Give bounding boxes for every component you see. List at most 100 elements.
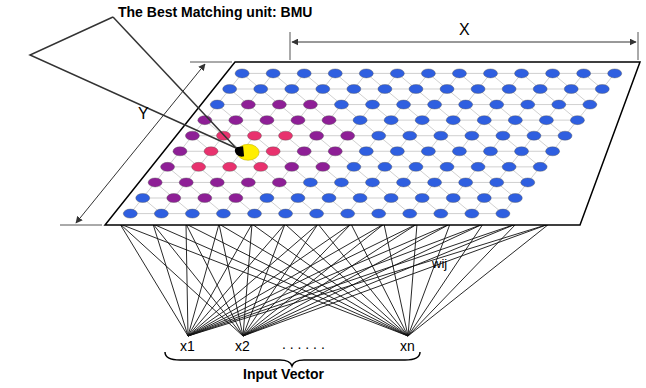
map-unit bbox=[241, 100, 255, 109]
map-unit bbox=[297, 69, 311, 78]
weight-line bbox=[243, 224, 483, 336]
map-unit bbox=[459, 100, 473, 109]
ellipsis-label: . . . . . . bbox=[282, 336, 325, 353]
map-unit bbox=[397, 178, 411, 187]
map-unit bbox=[185, 209, 199, 218]
map-unit bbox=[415, 194, 429, 203]
map-unit bbox=[465, 209, 479, 218]
map-unit bbox=[515, 69, 529, 78]
map-unit bbox=[279, 209, 293, 218]
weight-line bbox=[243, 224, 417, 336]
map-unit bbox=[434, 131, 448, 140]
map-unit bbox=[477, 194, 491, 203]
map-unit bbox=[564, 84, 578, 93]
map-unit bbox=[484, 69, 498, 78]
map-unit bbox=[210, 100, 224, 109]
map-unit bbox=[527, 131, 541, 140]
weight-line bbox=[408, 224, 549, 336]
map-unit bbox=[378, 162, 392, 171]
map-unit bbox=[490, 100, 504, 109]
map-unit bbox=[533, 84, 547, 93]
map-unit bbox=[334, 100, 348, 109]
map-unit bbox=[254, 162, 268, 171]
weight-line bbox=[186, 224, 243, 336]
map-unit bbox=[577, 69, 591, 78]
map-unit bbox=[508, 194, 522, 203]
dimension-tick bbox=[190, 62, 232, 63]
map-unit bbox=[366, 100, 380, 109]
map-unit bbox=[334, 178, 348, 187]
weight-line bbox=[188, 224, 450, 336]
map-unit bbox=[359, 147, 373, 156]
map-unit bbox=[452, 69, 466, 78]
map-unit bbox=[428, 178, 442, 187]
map-unit bbox=[521, 100, 535, 109]
weight-line bbox=[120, 224, 243, 336]
weight-line bbox=[188, 224, 384, 336]
map-unit bbox=[359, 69, 373, 78]
map-unit bbox=[459, 178, 473, 187]
map-unit bbox=[421, 69, 435, 78]
map-unit bbox=[248, 209, 262, 218]
input-vector-label: Input Vector bbox=[243, 366, 324, 383]
map-unit bbox=[409, 162, 423, 171]
map-unit bbox=[483, 147, 497, 156]
map-unit bbox=[229, 194, 243, 203]
map-unit bbox=[272, 178, 286, 187]
map-unit bbox=[229, 116, 243, 125]
map-unit bbox=[446, 194, 460, 203]
map-unit bbox=[390, 147, 404, 156]
map-unit bbox=[502, 162, 516, 171]
bmu-marker bbox=[235, 146, 244, 156]
map-unit bbox=[185, 131, 199, 140]
weight-line bbox=[186, 224, 408, 336]
map-unit bbox=[583, 100, 597, 109]
map-unit bbox=[260, 116, 274, 125]
map-unit bbox=[403, 131, 417, 140]
map-unit bbox=[322, 194, 336, 203]
weight-lines bbox=[120, 224, 549, 336]
bmu-callout: The Best Matching unit: BMU bbox=[118, 4, 312, 21]
map-unit bbox=[465, 131, 479, 140]
map-unit bbox=[291, 116, 305, 125]
weight-line bbox=[188, 224, 549, 336]
weight-line bbox=[243, 224, 252, 336]
map-unit bbox=[521, 178, 535, 187]
map-unit bbox=[167, 194, 181, 203]
weight-line bbox=[186, 224, 188, 336]
map-unit bbox=[471, 84, 485, 93]
map-unit bbox=[403, 209, 417, 218]
map-unit bbox=[608, 69, 622, 78]
map-unit bbox=[490, 178, 504, 187]
map-unit bbox=[434, 209, 448, 218]
map-unit bbox=[570, 116, 584, 125]
dimension-tick bbox=[60, 225, 102, 226]
map-unit bbox=[316, 84, 330, 93]
map-unit bbox=[254, 84, 268, 93]
map-unit bbox=[198, 194, 212, 203]
map-unit bbox=[415, 116, 429, 125]
map-unit bbox=[353, 194, 367, 203]
map-unit bbox=[223, 162, 237, 171]
map-unit bbox=[428, 100, 442, 109]
map-unit bbox=[365, 178, 379, 187]
map-plane bbox=[105, 62, 640, 225]
weight-line bbox=[243, 224, 516, 336]
map-unit bbox=[508, 116, 522, 125]
map-unit bbox=[161, 162, 175, 171]
weight-line bbox=[188, 224, 219, 336]
map-unit bbox=[266, 69, 280, 78]
map-unit bbox=[303, 178, 317, 187]
map-unit bbox=[303, 100, 317, 109]
map-unit bbox=[539, 116, 553, 125]
dimension-tick bbox=[290, 32, 291, 60]
dimension-line bbox=[76, 64, 205, 223]
map-unit bbox=[533, 162, 547, 171]
map-unit bbox=[384, 194, 398, 203]
map-unit bbox=[452, 147, 466, 156]
weight-line bbox=[153, 224, 188, 336]
map-unit bbox=[440, 162, 454, 171]
map-unit bbox=[384, 116, 398, 125]
map-unit bbox=[241, 178, 255, 187]
map-unit bbox=[235, 69, 249, 78]
